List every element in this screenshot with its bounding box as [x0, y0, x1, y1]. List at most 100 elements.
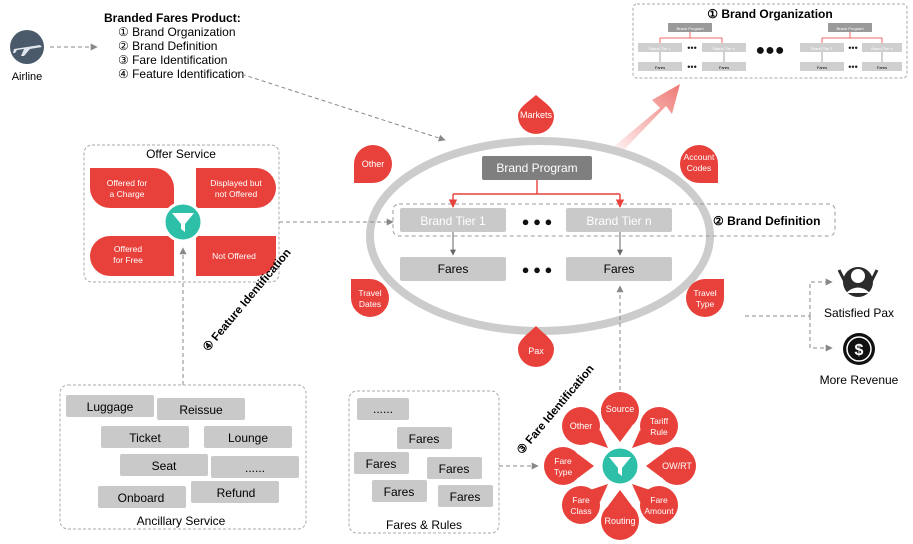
svg-text:Other: Other: [570, 421, 593, 431]
drop-markets: Markets: [518, 95, 554, 134]
brand-tiern-box: [566, 208, 672, 232]
svg-text:Source: Source: [606, 404, 635, 414]
petal-routing: Routing: [601, 490, 639, 540]
svg-text:Codes: Codes: [687, 163, 712, 173]
not-offered-petal: [196, 236, 276, 276]
svg-text:Brand Tier n: Brand Tier n: [713, 46, 735, 51]
tier-ellipsis: ● ● ●: [522, 214, 553, 229]
svg-text:Markets: Markets: [520, 110, 553, 120]
svg-text:Class: Class: [570, 506, 591, 516]
fare-flower: Source Tariff Rule OW/RT Fare Amount Rou…: [544, 392, 696, 540]
mini-fares-right-2: [862, 62, 902, 71]
svg-text:Travel: Travel: [693, 288, 716, 298]
ancillary-title: Ancillary Service: [137, 514, 226, 528]
drop-account-codes: Account Codes: [680, 145, 718, 183]
svg-text:Not Offered: Not Offered: [212, 251, 256, 261]
fares-ellipsis: ● ● ●: [522, 262, 553, 277]
fares-rules-item: Fares: [438, 485, 493, 507]
mini-program-right: [828, 23, 872, 32]
brand-tiern-label: Brand Tier n: [586, 214, 651, 228]
svg-text:Offered for: Offered for: [107, 178, 148, 188]
drop-travel-type: Travel Type: [686, 279, 724, 317]
funnel-icon: [599, 445, 641, 487]
drop-other: Other: [354, 145, 392, 183]
svg-text:Fare: Fare: [554, 456, 572, 466]
offer-service-title: Offer Service: [146, 147, 216, 161]
svg-text:Tariff: Tariff: [650, 416, 669, 426]
svg-text:Fare: Fare: [572, 495, 590, 505]
fares-left-label: Fares: [438, 262, 469, 276]
petal-fare-type: Fare Type: [544, 447, 594, 485]
ancillary-item: Luggage: [66, 395, 154, 417]
product-title: Branded Fares Product:: [104, 11, 241, 25]
mini-tiern-left: [702, 43, 746, 52]
petal-tariff-rule: Tariff Rule: [632, 407, 678, 448]
svg-text:Brand Tier n: Brand Tier n: [871, 46, 893, 51]
svg-text:......: ......: [245, 461, 265, 475]
fares-rules-item: Fares: [427, 457, 482, 479]
ancillary-item: Ticket: [101, 426, 189, 448]
ancillary-item: Refund: [191, 481, 279, 503]
mini-tier1-right: [800, 43, 844, 52]
product-item-3: ③ Fare Identification: [118, 53, 227, 67]
fares-rules-item: Fares: [372, 480, 427, 502]
brand-program-label: Brand Program: [496, 161, 577, 175]
svg-text:Travel: Travel: [358, 288, 381, 298]
svg-text:Fares: Fares: [384, 485, 415, 499]
svg-text:●●●: ●●●: [756, 42, 785, 59]
big-up-arrow: [612, 84, 680, 152]
airplane-icon: [10, 30, 44, 64]
svg-text:for Free: for Free: [113, 255, 143, 265]
svg-text:a Charge: a Charge: [110, 189, 145, 199]
drop-pax: Pax: [518, 326, 554, 367]
offer-service-panel: Offer Service Offered for a Charge Displ…: [83, 144, 280, 283]
svg-text:Rule: Rule: [650, 427, 668, 437]
svg-text:Fares: Fares: [655, 65, 665, 70]
product-item-4: ④ Feature Identification: [118, 67, 244, 81]
svg-text:Offered: Offered: [114, 244, 142, 254]
fares-right-label: Fares: [604, 262, 635, 276]
fares-rules-item: Fares: [397, 427, 452, 449]
svg-text:Reissue: Reissue: [179, 403, 223, 417]
product-item-2: ② Brand Definition: [118, 39, 217, 53]
svg-text:Brand Tier 1: Brand Tier 1: [811, 46, 834, 51]
product-item-1: ① Brand Organization: [118, 25, 236, 39]
svg-text:Amount: Amount: [644, 506, 674, 516]
fares-rules-title: Fares & Rules: [386, 518, 462, 532]
svg-text:Onboard: Onboard: [118, 491, 165, 505]
svg-text:Displayed but: Displayed but: [210, 178, 262, 188]
svg-text:Refund: Refund: [217, 486, 256, 500]
fares-box-left: [400, 257, 506, 281]
svg-text:•••: •••: [687, 62, 696, 72]
svg-text:•••: •••: [687, 43, 696, 53]
mini-fares-left-2: [702, 62, 746, 71]
svg-text:•••: •••: [848, 43, 857, 53]
airline-block: Airline: [10, 30, 44, 83]
ancillary-item: Seat: [120, 454, 208, 476]
petal-owrt: OW/RT: [646, 447, 696, 485]
offered-for-charge-petal: [90, 168, 174, 208]
mini-tier1-left: [638, 43, 682, 52]
svg-text:Lounge: Lounge: [228, 431, 268, 445]
program-to-tiers-lines: [452, 180, 621, 207]
svg-text:Fares: Fares: [719, 65, 729, 70]
svg-text:Type: Type: [554, 467, 573, 477]
svg-text:•••: •••: [848, 62, 857, 72]
svg-text:Brand Program: Brand Program: [836, 26, 864, 31]
offered-for-free-petal: [90, 236, 174, 276]
mini-fares-left-1: [638, 62, 682, 71]
svg-text:Fares: Fares: [817, 65, 827, 70]
satisfied-pax-label: Satisfied Pax: [824, 306, 894, 320]
brand-definition-label: ② Brand Definition: [713, 214, 820, 228]
funnel-icon: [162, 201, 204, 243]
petal-fare-amount: Fare Amount: [632, 484, 678, 524]
petal-other: Other: [562, 407, 608, 448]
brand-tier1-label: Brand Tier 1: [420, 214, 486, 228]
product-to-ring-arrow: [234, 71, 446, 142]
mini-fares-right-1: [800, 62, 844, 71]
brand-org-title: ① Brand Organization: [707, 7, 832, 21]
svg-text:Brand Tier 1: Brand Tier 1: [649, 46, 672, 51]
fares-rules-item: ......: [357, 398, 409, 420]
dollar-icon: $: [843, 333, 875, 365]
